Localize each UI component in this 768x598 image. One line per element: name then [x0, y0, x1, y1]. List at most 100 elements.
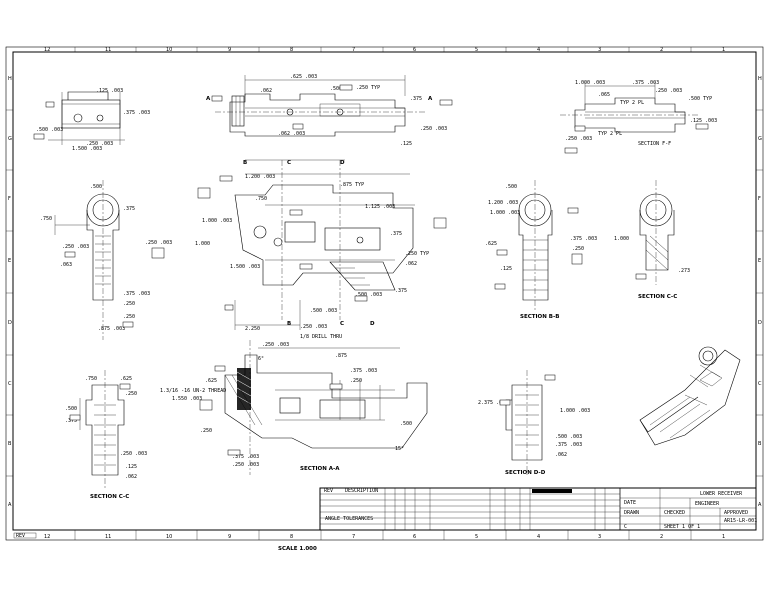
svg-text:.125 .003: .125 .003: [96, 88, 123, 94]
thread-note: 1.3/16 -16 UN-2 THREAD: [160, 388, 226, 394]
angle-note: 6°: [258, 356, 264, 362]
svg-text:2.375 .003: 2.375 .003: [478, 400, 508, 406]
svg-text:1.000: 1.000: [195, 241, 210, 247]
zone-col-label: 1: [722, 534, 725, 540]
view-top-left: 1.500 .003 .125 .003 .375 .003 .250 .003…: [33, 88, 150, 152]
svg-text:DESCRIPTION: DESCRIPTION: [345, 488, 378, 494]
zone-row-label: B: [758, 441, 762, 447]
section-a-label: SECTION A-A: [300, 466, 340, 472]
view-section-a: .250 .003 .875 .375 .003 .250 1.3/16 -16…: [160, 340, 428, 475]
zone-col-label: 4: [537, 534, 540, 540]
rev-stamp-text: REV: [16, 533, 25, 539]
svg-text:.750: .750: [255, 196, 267, 202]
svg-text:1/8 DRILL THRU: 1/8 DRILL THRU: [300, 334, 342, 340]
svg-text:1.200 .003: 1.200 .003: [488, 200, 518, 206]
svg-text:1.000 .003: 1.000 .003: [490, 210, 520, 216]
svg-text:.062 .003: .062 .003: [278, 131, 305, 137]
zone-row-label: C: [758, 381, 762, 387]
svg-text:.500: .500: [65, 406, 77, 412]
svg-text:1.000 .003: 1.000 .003: [575, 80, 605, 86]
zone-row-label: A: [8, 502, 12, 508]
svg-text:.062: .062: [260, 88, 272, 94]
svg-text:SECTION F-F: SECTION F-F: [638, 141, 671, 147]
svg-text:.250: .250: [123, 314, 135, 320]
svg-text:D: D: [340, 160, 345, 166]
view-section-c-left: .750 .625 .250 .500 .375 .250 .003 .125 …: [65, 370, 147, 500]
zone-col-label: 2: [660, 47, 663, 53]
zone-col-label: 8: [290, 47, 293, 53]
svg-text:.250 .003: .250 .003: [300, 324, 327, 330]
scale-note: SCALE 1.000: [278, 546, 317, 552]
section-b-label: SECTION B-B: [520, 314, 559, 320]
svg-text:.500: .500: [330, 86, 342, 92]
svg-text:.875 TYP: .875 TYP: [340, 182, 364, 188]
svg-text:.250: .250: [123, 301, 135, 307]
zone-col-label: 3: [598, 47, 601, 53]
dim-500: .500: [400, 421, 412, 427]
view-section-c-right: 1.000 .273 SECTION C-C: [614, 180, 690, 300]
svg-text:.500 .003: .500 .003: [555, 434, 582, 440]
dim-273: .273: [678, 268, 690, 274]
svg-text:2.250: 2.250: [245, 326, 260, 332]
svg-text:.375 .003: .375 .003: [632, 80, 659, 86]
svg-text:.063: .063: [60, 262, 72, 268]
dim-1000: 1.000: [614, 236, 629, 242]
zone-col-label: 10: [166, 534, 172, 540]
svg-text:.375 .003: .375 .003: [123, 291, 150, 297]
svg-text:.250 .003: .250 .003: [120, 451, 147, 457]
svg-text:.375 .003: .375 .003: [232, 454, 259, 460]
zone-col-label: 12: [44, 534, 50, 540]
svg-text:ANGLE TOLERANCES: ANGLE TOLERANCES: [325, 516, 373, 522]
svg-text:.750: .750: [40, 216, 52, 222]
svg-text:.625: .625: [120, 376, 132, 382]
svg-text:.500 .003: .500 .003: [310, 308, 337, 314]
svg-text:TYP 2 PL: TYP 2 PL: [598, 131, 622, 137]
svg-text:.250 .003: .250 .003: [232, 462, 259, 468]
zone-row-label: A: [758, 502, 762, 508]
svg-text:C: C: [340, 321, 344, 327]
section-c-left-label: SECTION C-C: [90, 494, 129, 500]
title-block: LOWER RECEIVER DATE ENGINEER DRAWN CHECK…: [319, 487, 757, 531]
svg-text:.250 .003: .250 .003: [262, 342, 289, 348]
svg-text:1.500 .003: 1.500 .003: [72, 146, 102, 152]
title-company: LOWER RECEIVER: [700, 491, 743, 497]
view-isometric: [639, 346, 741, 446]
svg-text:.062: .062: [125, 474, 137, 480]
zone-row-label: G: [8, 136, 12, 142]
svg-text:.250 TYP: .250 TYP: [405, 251, 429, 257]
zone-col-label: 7: [352, 47, 355, 53]
svg-text:.750: .750: [85, 376, 97, 382]
svg-text:D: D: [370, 321, 375, 327]
svg-text:.125: .125: [125, 464, 137, 470]
svg-text:.625 .003: .625 .003: [290, 74, 317, 80]
zone-row-label: E: [758, 258, 761, 264]
zone-row-label: G: [758, 136, 762, 142]
zone-row-label: H: [8, 76, 12, 82]
svg-text:.065: .065: [598, 92, 610, 98]
svg-text:.375: .375: [65, 418, 77, 424]
svg-text:A: A: [206, 96, 211, 102]
outer-border: [5, 46, 764, 541]
svg-text:B: B: [243, 160, 247, 166]
svg-text:.250 .003: .250 .003: [145, 240, 172, 246]
svg-text:.625: .625: [485, 241, 497, 247]
svg-text:.250 TYP: .250 TYP: [356, 85, 380, 91]
svg-text:.250: .250: [350, 378, 362, 384]
svg-text:.375 .003: .375 .003: [570, 236, 597, 242]
view-main-center: B C D B C D 1.200 .003 .875 TYP .750 1.0…: [195, 159, 447, 340]
zone-col-label: 11: [105, 534, 111, 540]
svg-text:1.550 .003: 1.550 .003: [172, 396, 202, 402]
svg-text:.250 .003: .250 .003: [420, 126, 447, 132]
zone-col-label: 1: [722, 47, 725, 53]
svg-text:ENGINEER: ENGINEER: [695, 501, 720, 507]
svg-text:.062: .062: [555, 452, 567, 458]
svg-text:APPROVED: APPROVED: [724, 510, 748, 516]
zone-col-label: 6: [413, 534, 416, 540]
zone-col-label: 2: [660, 534, 663, 540]
angle-note-2: 15°: [395, 446, 404, 452]
svg-text:.250 .003: .250 .003: [655, 88, 682, 94]
svg-text:.375 .003: .375 .003: [350, 368, 377, 374]
section-c-right-label: SECTION C-C: [638, 294, 677, 300]
svg-text:.625: .625: [205, 378, 217, 384]
